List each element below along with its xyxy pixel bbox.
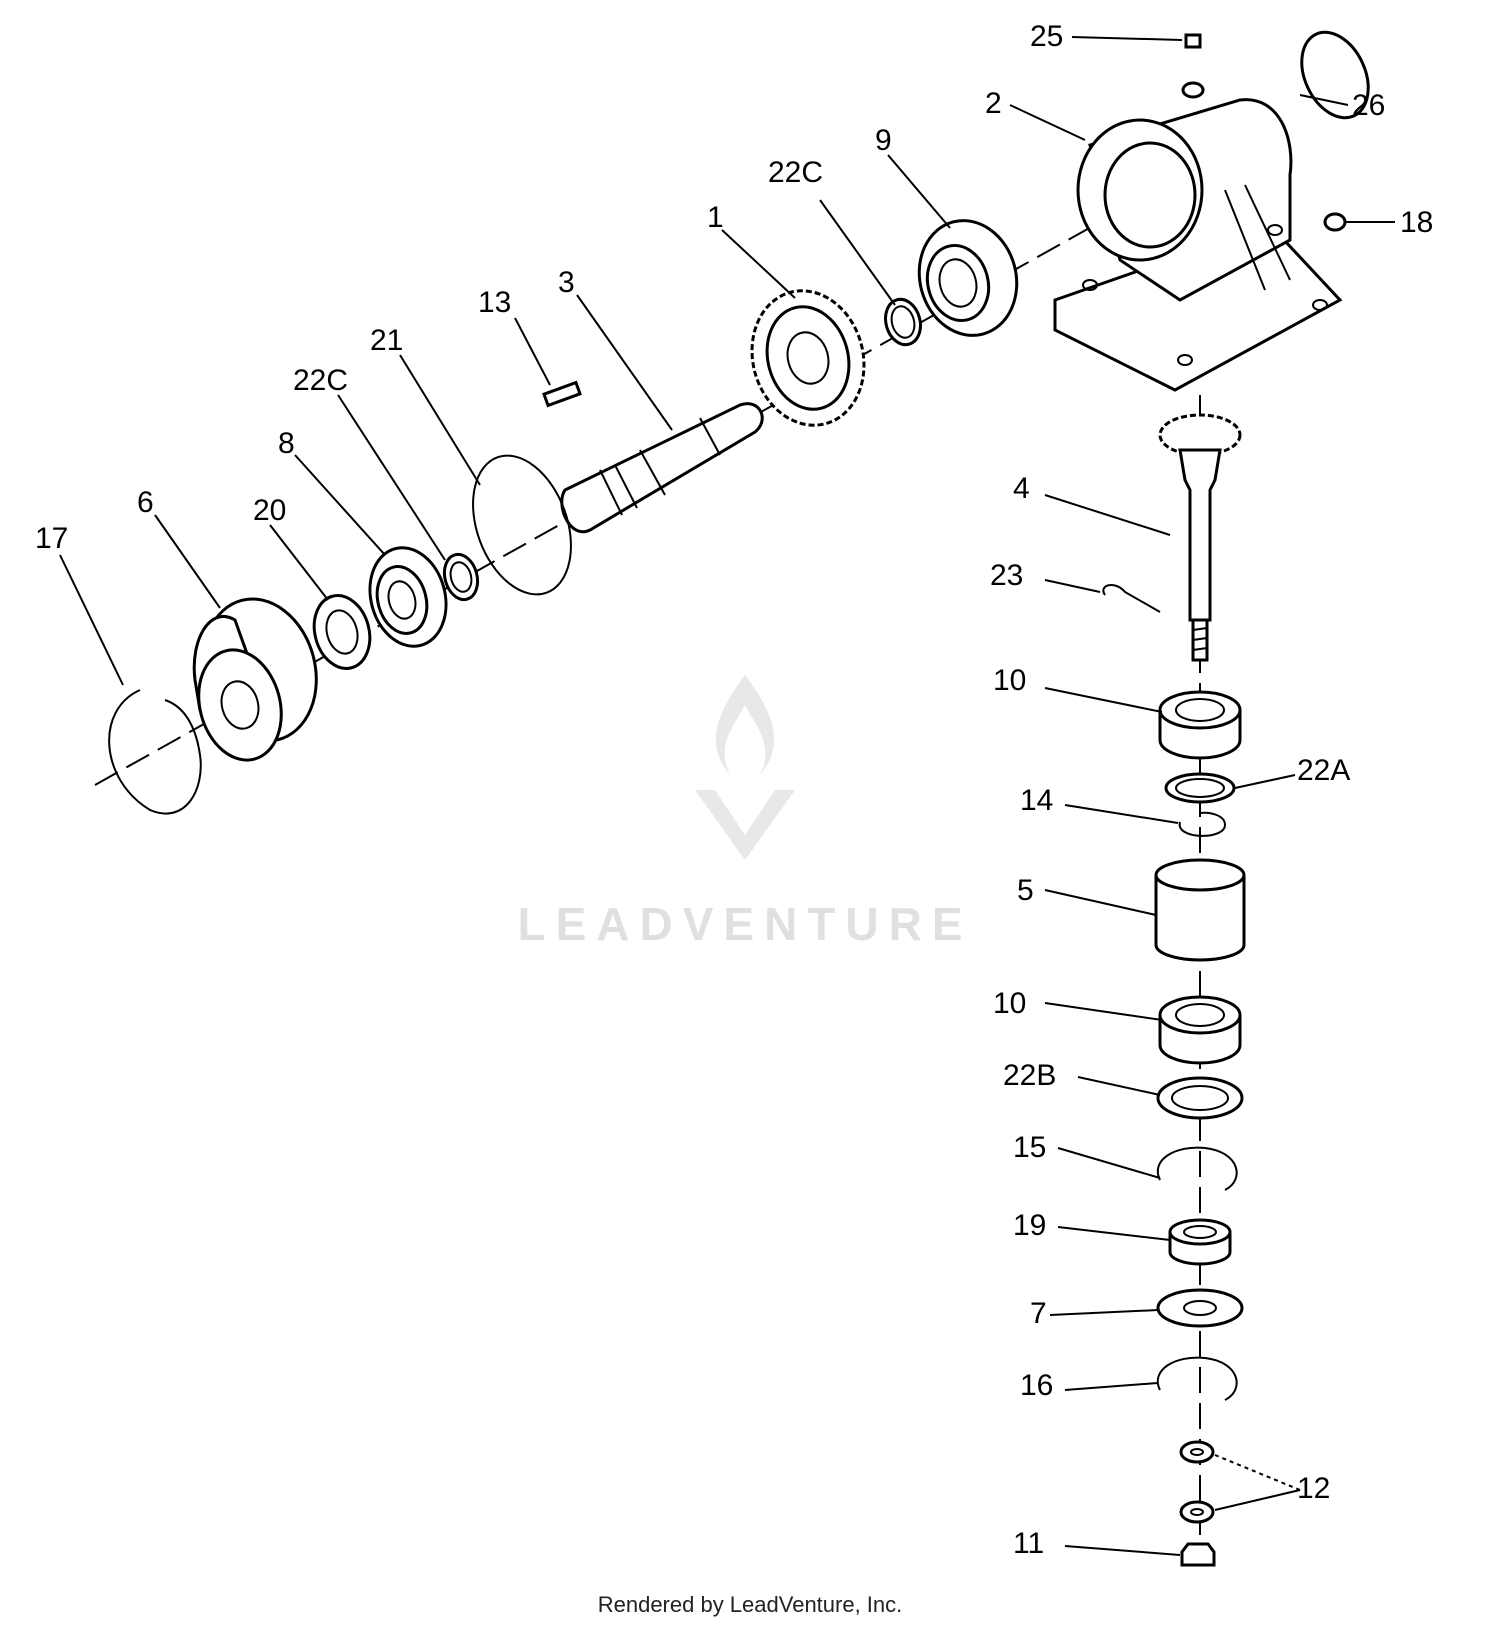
label-12: 12: [1297, 1472, 1330, 1505]
label-11: 11: [1013, 1527, 1044, 1560]
label-9: 9: [875, 124, 892, 157]
set-screw: [1323, 212, 1347, 232]
bearing-left: [368, 546, 448, 648]
label-16: 16: [1020, 1369, 1053, 1402]
gearbox-housing: [1053, 98, 1343, 392]
footer-credit: Rendered by LeadVenture, Inc.: [598, 1592, 903, 1617]
bearing-upper: [917, 219, 1019, 337]
shim-right: [884, 297, 922, 347]
shaft-key: [542, 380, 582, 408]
watermark: LEADVENTURE: [517, 675, 972, 950]
bearing-vertical-upper: [1158, 690, 1242, 760]
snap-ring-16: [1156, 1356, 1238, 1401]
callout-labels: 25 2 26 18 9 22C 1 3 13 21 22C 8 20 6 17…: [35, 20, 1433, 1560]
label-26: 26: [1352, 89, 1385, 122]
vent-plug: [1181, 33, 1205, 99]
label-19: 19: [1013, 1209, 1046, 1242]
washer-7: [1156, 1288, 1244, 1328]
cotter-pin: [1102, 584, 1161, 613]
bearing-cap: [192, 597, 318, 762]
label-2: 2: [985, 87, 1002, 120]
label-10-upper: 10: [993, 664, 1026, 697]
input-shaft: [560, 402, 764, 534]
label-20: 20: [253, 494, 286, 527]
label-22b: 22B: [1003, 1059, 1056, 1092]
label-4: 4: [1013, 472, 1030, 505]
label-14: 14: [1020, 784, 1053, 817]
label-22a: 22A: [1297, 754, 1350, 787]
o-ring: [472, 454, 572, 596]
washers-12: [1179, 1440, 1215, 1524]
label-8: 8: [278, 427, 295, 460]
label-13: 13: [478, 286, 511, 319]
shim-22a: [1164, 772, 1236, 804]
label-25: 25: [1030, 20, 1063, 53]
label-22c-right: 22C: [768, 156, 823, 189]
watermark-text: LEADVENTURE: [517, 898, 972, 950]
label-10-lower: 10: [993, 987, 1026, 1020]
label-15: 15: [1013, 1131, 1046, 1164]
label-18: 18: [1400, 206, 1433, 239]
label-7: 7: [1030, 1297, 1047, 1330]
bevel-gear: [750, 289, 866, 427]
snap-ring-15: [1156, 1146, 1238, 1191]
label-3: 3: [558, 266, 575, 299]
hub-nut: [1168, 1218, 1232, 1266]
label-1: 1: [707, 201, 724, 234]
label-22c-left: 22C: [293, 364, 348, 397]
shim-left: [442, 552, 480, 602]
housing-cap: [1300, 30, 1370, 120]
leader-lines: [59, 36, 1395, 1556]
snap-ring-large: [108, 689, 202, 815]
leadventure-logo-icon: [695, 675, 795, 860]
pinion-shaft: [1158, 413, 1242, 662]
spacer-sleeve: [1154, 858, 1246, 962]
label-5: 5: [1017, 874, 1034, 907]
label-21: 21: [370, 324, 403, 357]
hex-nut: [1180, 1542, 1216, 1567]
shim-22b: [1156, 1076, 1244, 1120]
oil-seal: [312, 594, 372, 670]
snap-ring-small: [1178, 811, 1227, 837]
label-23: 23: [990, 559, 1023, 592]
label-6: 6: [137, 486, 154, 519]
bearing-vertical-lower: [1158, 995, 1242, 1065]
label-17: 17: [35, 522, 68, 555]
